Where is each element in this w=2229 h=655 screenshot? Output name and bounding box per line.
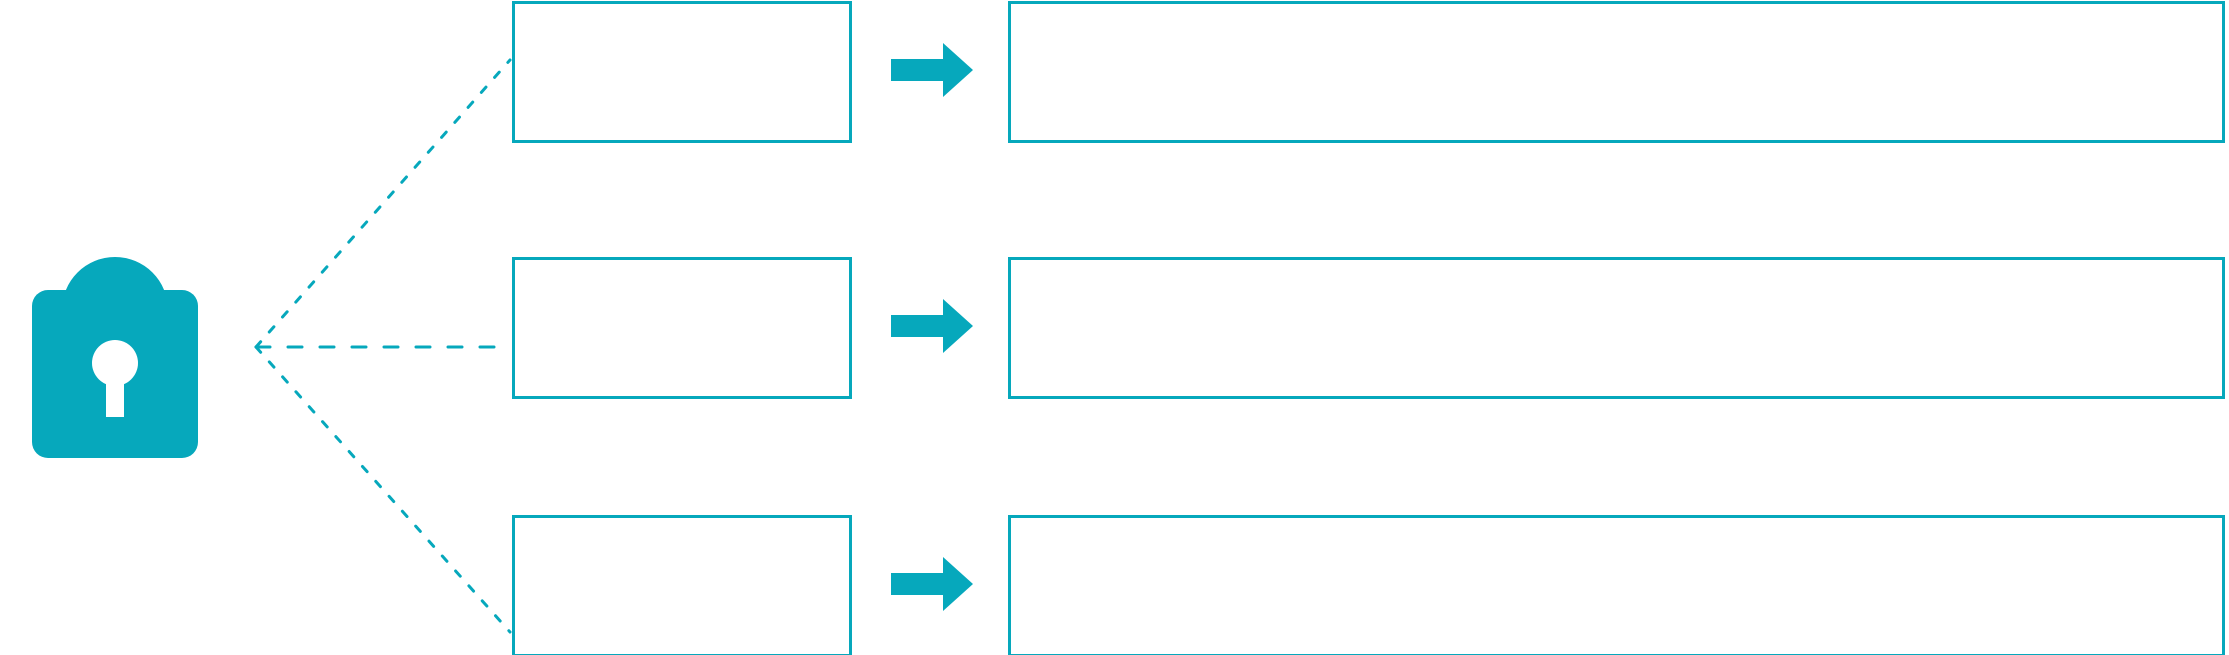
effect-box-3[interactable] (1008, 515, 2225, 655)
diagram-row-2 (0, 251, 2229, 399)
cause-box-3[interactable] (512, 515, 852, 655)
arrow-right-icon-2 (891, 299, 973, 353)
effect-box-2[interactable] (1008, 257, 2225, 399)
cause-box-2[interactable] (512, 257, 852, 399)
padlock-icon (20, 145, 220, 465)
diagram-row-1 (0, 0, 2229, 143)
effect-box-1[interactable] (1008, 1, 2225, 143)
arrow-right-icon-1 (891, 43, 973, 97)
arrow-right-icon-3 (891, 557, 973, 611)
cause-box-1[interactable] (512, 1, 852, 143)
diagram-row-3 (0, 509, 2229, 655)
